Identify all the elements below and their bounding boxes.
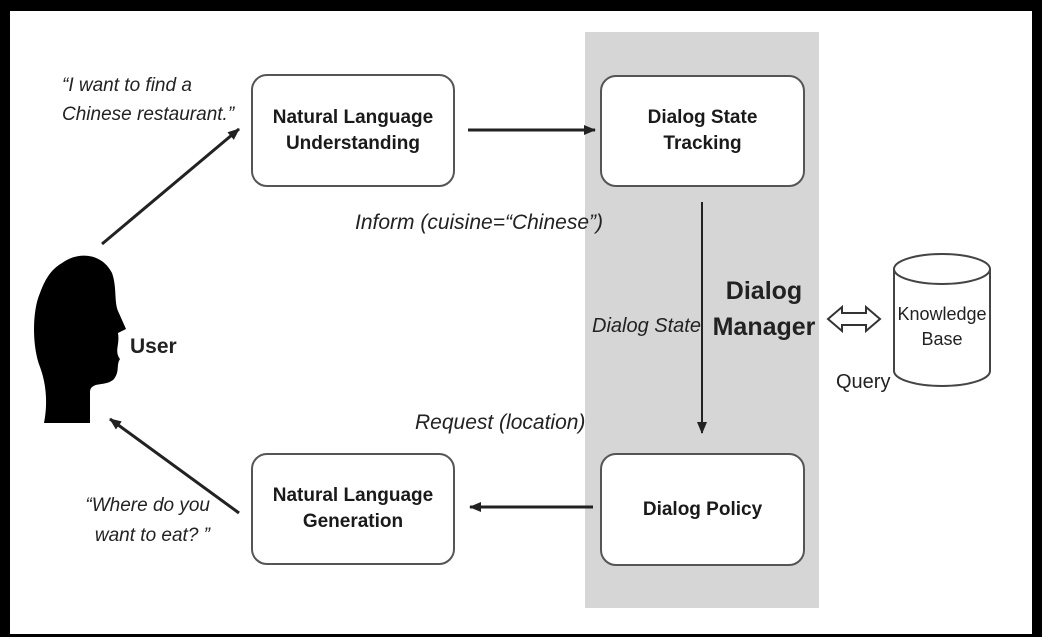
arrow-user-to-nlu [101,127,240,246]
arrow-nlg-to-user [109,417,240,515]
knowledge-base-label: Knowledge Base [897,304,987,350]
dialog-manager-label: Dialog Manager [712,277,816,342]
inform-label: Inform (cuisine=“Chinese”) [355,211,604,234]
query-label: Query [836,371,891,393]
user-label: User [130,335,177,358]
request-label: Request (location) [415,411,586,434]
system-utterance: “Where do you want to eat? ” [85,495,210,547]
user-utterance: “I want to find a Chinese restaurant.” [62,75,235,125]
knowledge-base-cylinder [893,253,991,387]
dialog-state-label: Dialog State [592,315,701,337]
nlg-box: Natural Language Generation [251,453,455,565]
dst-box: Dialog State Tracking [600,75,805,187]
diagram-canvas: Natural Language Understanding Dialog St… [10,11,1032,634]
user-head-icon [34,255,126,423]
double-arrow-icon [826,304,882,334]
dialog-policy-box: Dialog Policy [600,453,805,566]
nlu-box: Natural Language Understanding [251,74,455,187]
